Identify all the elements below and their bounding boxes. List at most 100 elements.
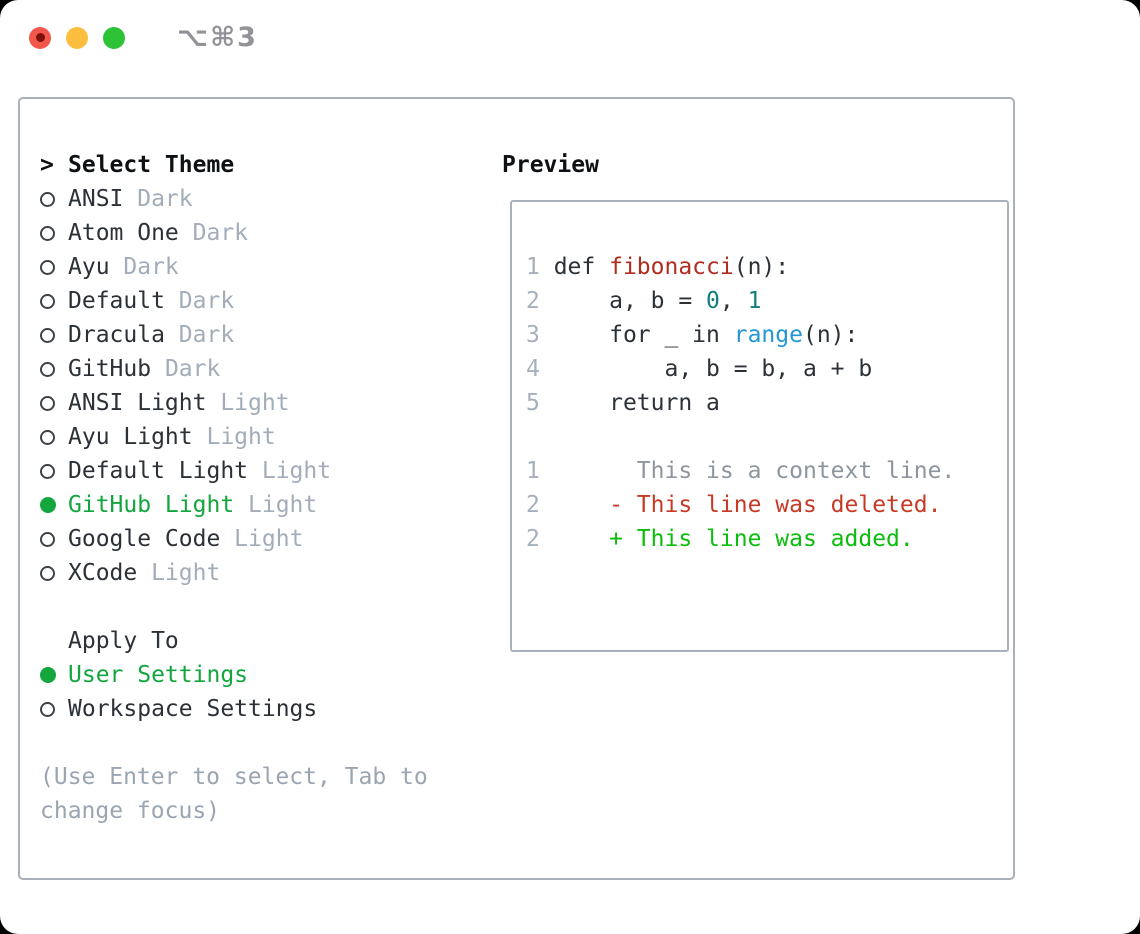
line-number: 1 — [526, 254, 540, 280]
radio-icon — [40, 191, 55, 207]
theme-name: ANSI Light — [68, 390, 207, 416]
titlebar: ⌥⌘3 — [0, 0, 1140, 75]
code-line: 4 a, b = b, a + b — [526, 352, 997, 386]
cursor-marker: > — [40, 152, 68, 178]
radio-icon — [40, 531, 55, 547]
minimize-button[interactable] — [66, 26, 88, 49]
theme-name: Default — [68, 288, 165, 314]
code-line: 5 return a — [526, 386, 997, 420]
code-segment-num: 0 — [706, 288, 720, 314]
apply-to-header-row: Apply To — [40, 624, 480, 658]
radio-icon — [40, 327, 55, 343]
theme-variant: Dark — [164, 322, 235, 348]
theme-variant: Dark — [123, 186, 193, 212]
apply-option-workspace-settings[interactable]: Workspace Settings — [40, 692, 480, 726]
code-segment-fg: def — [553, 254, 610, 280]
theme-option-xcode[interactable]: XCode Light — [40, 556, 480, 590]
theme-variant: Light — [248, 458, 332, 484]
code-segment-fg: return a — [553, 390, 720, 416]
spacer — [40, 590, 480, 624]
select-theme-title: Select Theme — [68, 152, 235, 178]
theme-variant: Dark — [109, 254, 179, 280]
select-theme-header: > Select Theme — [40, 148, 480, 182]
radio-icon — [40, 395, 55, 411]
theme-option-default[interactable]: Default Dark — [40, 284, 480, 318]
code-line: 2 a, b = 0, 1 — [526, 284, 997, 318]
theme-option-atom-one[interactable]: Atom One Dark — [40, 216, 480, 250]
zoom-button[interactable] — [103, 26, 125, 49]
code-segment-fg: a, b = — [553, 288, 707, 314]
theme-variant: Dark — [164, 288, 235, 314]
line-number: 2 — [526, 526, 540, 552]
radio-marker — [40, 463, 68, 479]
code-segment-added: + This line was added. — [553, 526, 914, 552]
code-segment-fg: , — [719, 288, 748, 314]
code-segment-builtin: range — [733, 322, 803, 348]
radio-selected-icon — [40, 497, 56, 513]
radio-icon — [40, 429, 55, 445]
theme-variant: Light — [234, 492, 318, 518]
radio-marker — [40, 191, 68, 207]
code-segment-fg: a, b = b, a + b — [553, 356, 873, 382]
theme-variant: Light — [206, 390, 290, 416]
apply-option-label: Workspace Settings — [68, 696, 318, 722]
theme-option-dracula[interactable]: Dracula Dark — [40, 318, 480, 352]
radio-icon — [40, 361, 55, 377]
code-segment-deleted: - This line was deleted. — [553, 492, 942, 518]
radio-marker — [40, 429, 68, 445]
code-segment-fg: for _ in — [553, 322, 734, 348]
code-segment-fg: (n): — [733, 254, 790, 280]
theme-option-github[interactable]: GitHub Dark — [40, 352, 480, 386]
theme-name: GitHub Light — [68, 492, 235, 518]
blank-line — [526, 420, 997, 454]
traffic-lights — [29, 26, 125, 49]
line-number: 3 — [526, 322, 540, 348]
preview-title: Preview — [502, 152, 599, 178]
code-line: 1 This is a context line. — [526, 454, 997, 488]
keyboard-hint: (Use Enter to select, Tab to change focu… — [40, 764, 428, 824]
radio-marker — [40, 259, 68, 275]
line-number: 5 — [526, 390, 540, 416]
theme-option-ayu-light[interactable]: Ayu Light Light — [40, 420, 480, 454]
radio-marker — [40, 565, 68, 581]
apply-to-title: Apply To — [68, 628, 179, 654]
theme-name: Ayu — [68, 254, 110, 280]
radio-marker — [40, 395, 68, 411]
line-number: 2 — [526, 492, 540, 518]
close-button[interactable] — [29, 26, 51, 49]
radio-selected-icon — [40, 667, 56, 683]
radio-marker — [40, 293, 68, 309]
theme-name: Google Code — [68, 526, 221, 552]
code-line: 3 for _ in range(n): — [526, 318, 997, 352]
apply-option-user-settings[interactable]: User Settings — [40, 658, 480, 692]
theme-name: GitHub — [68, 356, 152, 382]
theme-option-ansi-light[interactable]: ANSI Light Light — [40, 386, 480, 420]
theme-variant: Dark — [178, 220, 249, 246]
radio-marker — [40, 361, 68, 377]
theme-name: XCode — [68, 560, 138, 586]
radio-icon — [40, 225, 55, 241]
theme-name: Dracula — [68, 322, 165, 348]
theme-option-default-light[interactable]: Default Light Light — [40, 454, 480, 488]
line-number: 4 — [526, 356, 540, 382]
theme-variant: Light — [220, 526, 304, 552]
theme-name: ANSI — [68, 186, 124, 212]
theme-variant: Light — [192, 424, 276, 450]
chevron-right-icon: > — [40, 152, 54, 178]
theme-option-google-code[interactable]: Google Code Light — [40, 522, 480, 556]
theme-name: Ayu Light — [68, 424, 193, 450]
radio-marker — [40, 327, 68, 343]
theme-name: Default Light — [68, 458, 249, 484]
code-segment-num: 1 — [747, 288, 762, 314]
theme-option-github-light[interactable]: GitHub Light Light — [40, 488, 480, 522]
theme-variant: Light — [137, 560, 221, 586]
theme-option-ansi[interactable]: ANSI Dark — [40, 182, 480, 216]
radio-icon — [40, 463, 55, 479]
theme-option-ayu[interactable]: Ayu Dark — [40, 250, 480, 284]
